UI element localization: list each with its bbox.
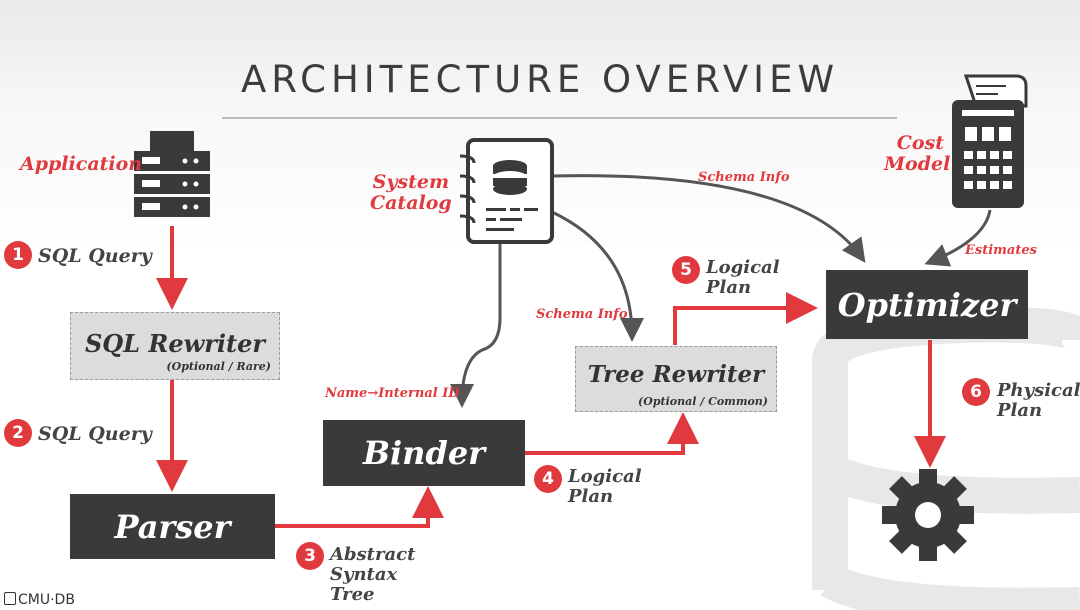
arrow-catalog-to-optimizer [551, 174, 866, 263]
arrow-parser-to-binder [275, 486, 444, 528]
binder-label: Binder [362, 434, 486, 472]
tree-rewriter-label: Tree Rewriter [587, 361, 765, 388]
tree-rewriter-note: (Optional / Common) [638, 395, 768, 408]
step-6-badge: 6 [962, 378, 990, 406]
name-internal-id-label: Name→Internal ID [325, 386, 460, 401]
application-label: Application [20, 153, 143, 175]
cost-model-label: Cost Model [884, 132, 951, 175]
db-icon [4, 592, 16, 605]
step-5-badge: 5 [672, 256, 700, 284]
step-6-label: Physical Plan [997, 380, 1080, 421]
step-4-badge: 4 [534, 465, 562, 493]
footer-text: CMU·DB [18, 592, 75, 608]
step-3-badge: 3 [296, 542, 324, 570]
step-5-label: Logical Plan [706, 257, 780, 298]
arrow-treerewriter-to-optimizer [673, 292, 818, 345]
system-catalog-label: System Catalog [370, 171, 452, 214]
arrow-costmodel-to-optimizer [924, 209, 992, 267]
step-3-label: Abstract Syntax Tree [330, 544, 416, 605]
arrow-binder-to-treerewriter [525, 412, 699, 455]
step-2-badge: 2 [4, 419, 32, 447]
parser-label: Parser [114, 507, 231, 546]
step-2-label: SQL Query [38, 423, 152, 445]
binder-box: Binder [323, 420, 525, 486]
sql-rewriter-box: SQL Rewriter (Optional / Rare) [70, 312, 280, 380]
schema-info-label-top: Schema Info [698, 170, 790, 185]
optimizer-label: Optimizer [837, 285, 1017, 324]
page-title: ARCHITECTURE OVERVIEW [240, 58, 840, 101]
schema-info-label-mid: Schema Info [536, 307, 628, 322]
estimates-label: Estimates [965, 243, 1037, 258]
footer-logo: CMU·DB [4, 592, 75, 608]
parser-box: Parser [70, 494, 275, 559]
sql-rewriter-label: SQL Rewriter [84, 329, 266, 358]
optimizer-box: Optimizer [826, 270, 1028, 339]
arrow-catalog-to-treerewriter [551, 210, 644, 342]
step-1-badge: 1 [4, 241, 32, 269]
sql-rewriter-note: (Optional / Rare) [166, 360, 271, 373]
arrow-catalog-to-binder [450, 242, 502, 408]
step-1-label: SQL Query [38, 245, 152, 267]
title-divider [222, 117, 897, 119]
tree-rewriter-box: Tree Rewriter (Optional / Common) [575, 346, 777, 412]
step-4-label: Logical Plan [568, 466, 642, 507]
